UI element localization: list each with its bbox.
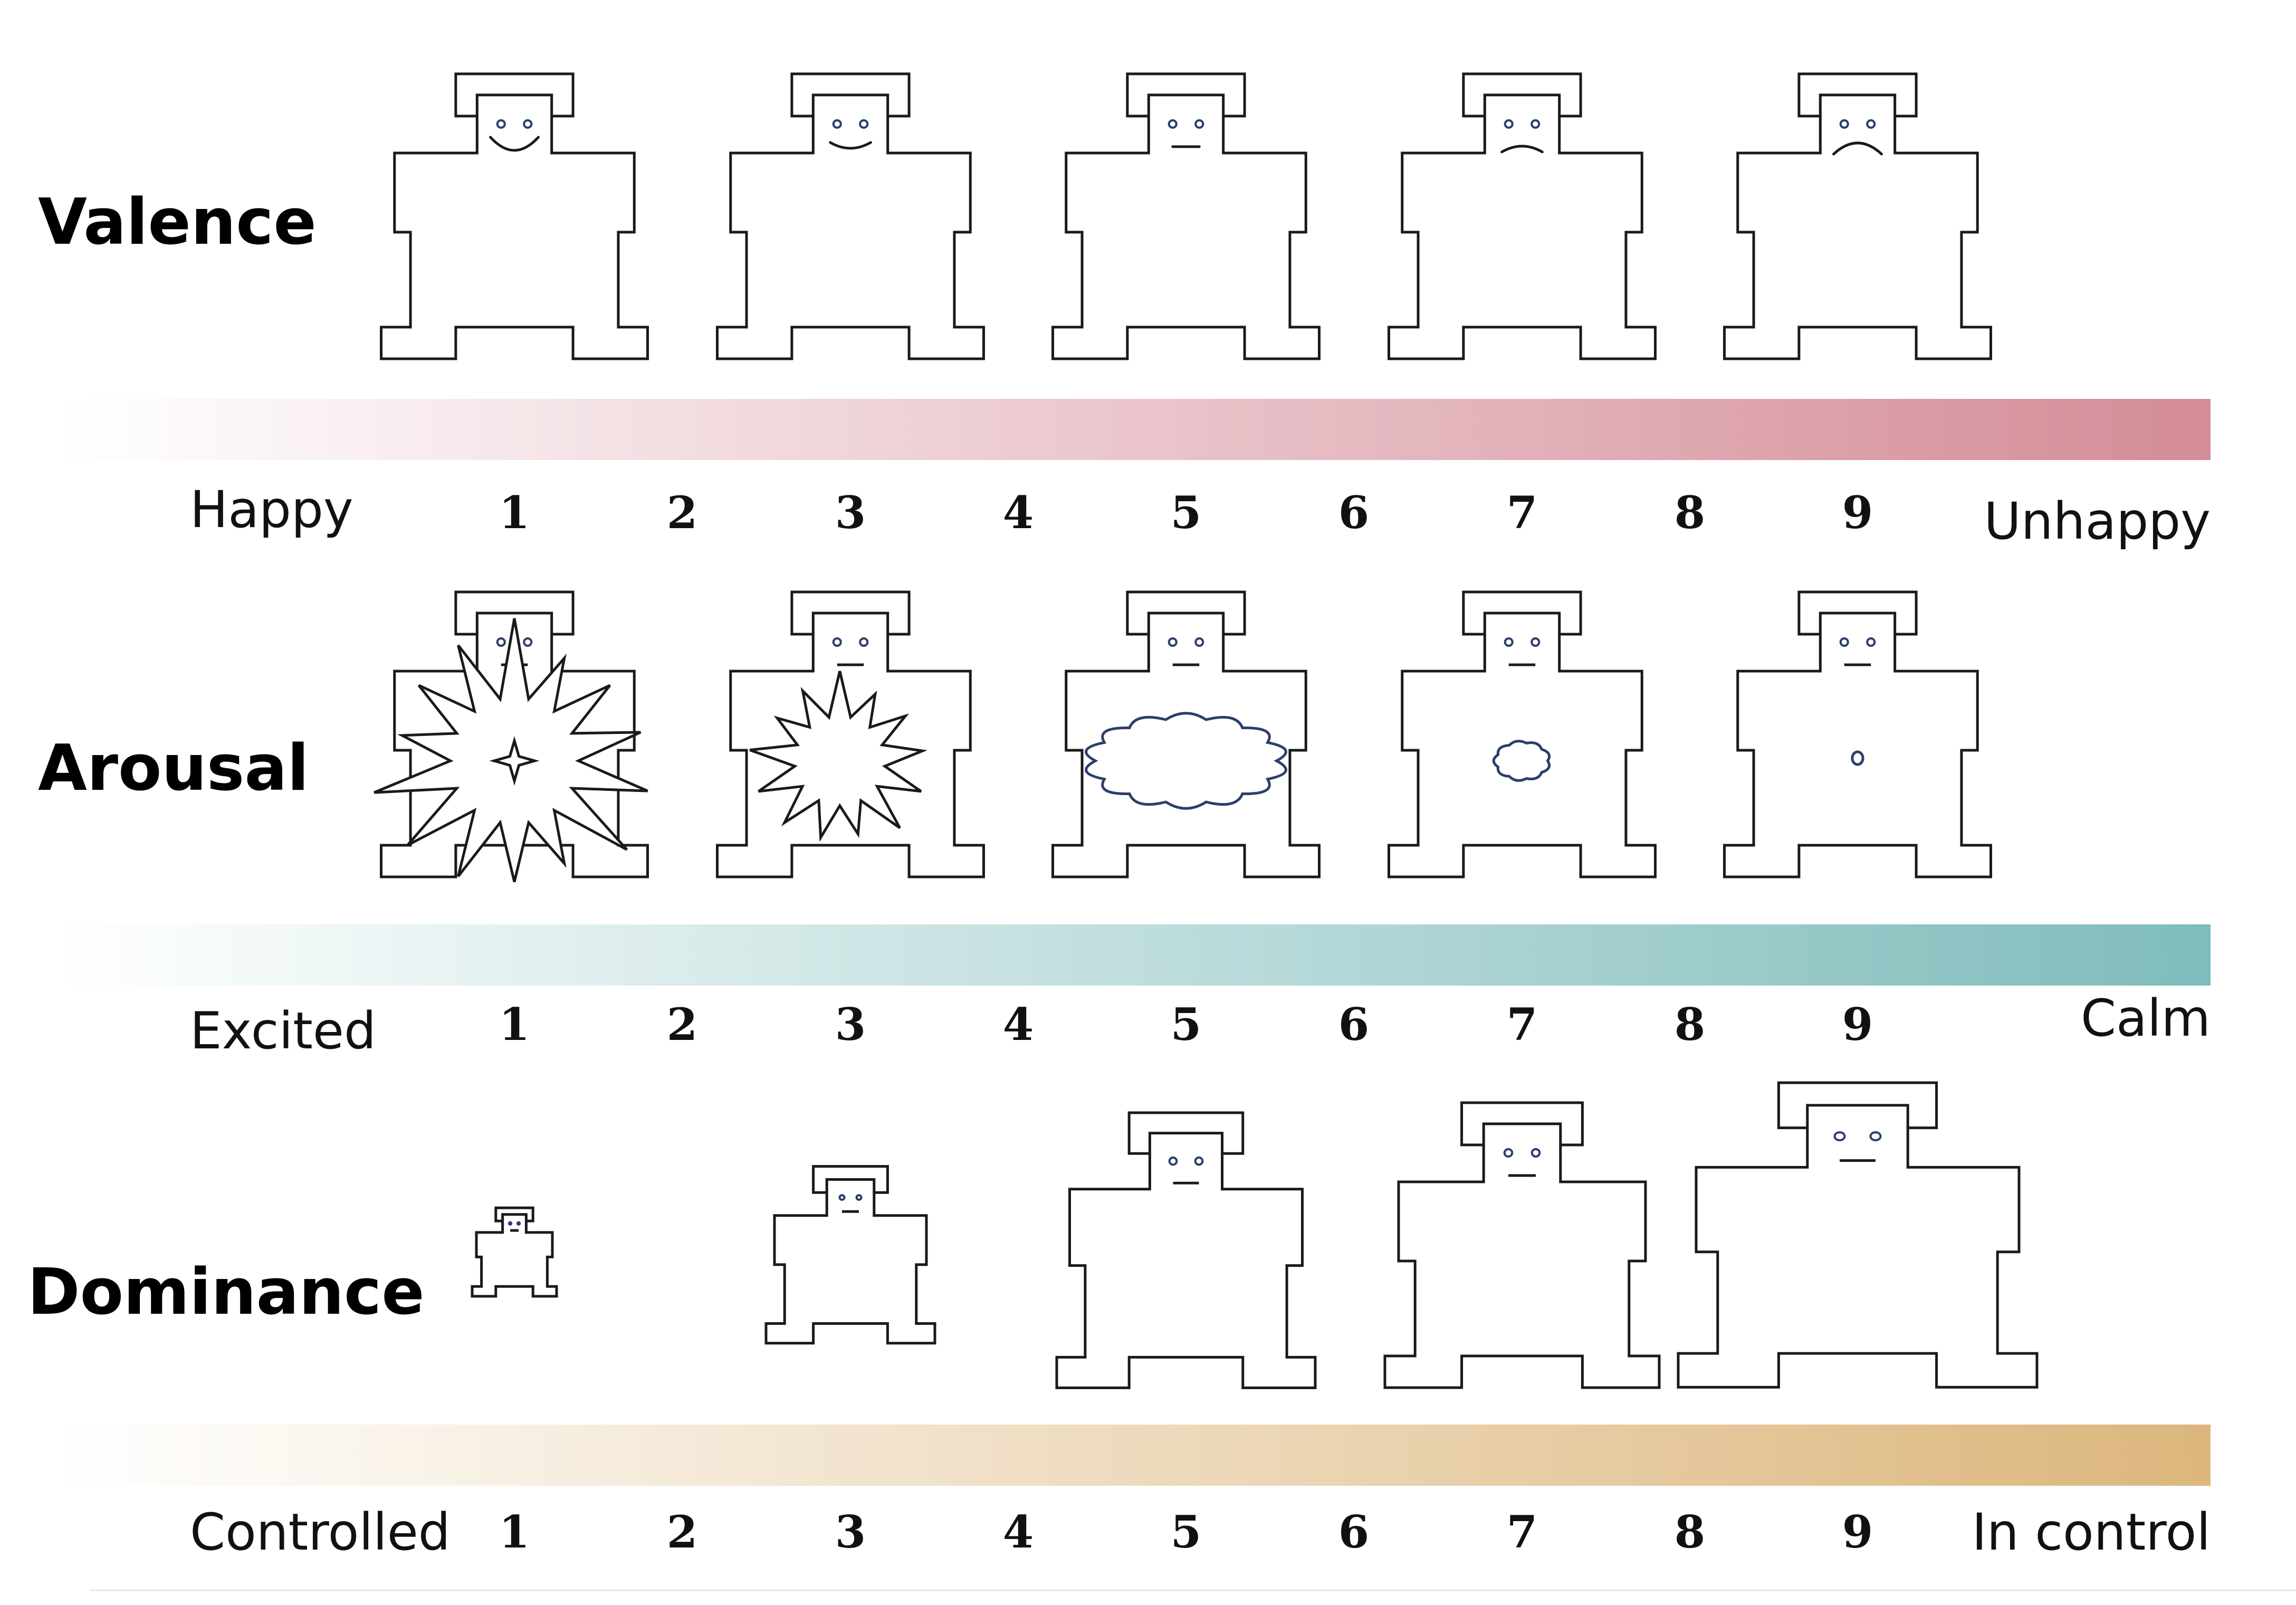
dominance-figure-huge-figure — [1678, 1083, 2037, 1387]
scale-number: 8 — [1674, 1506, 1706, 1558]
scale-number: 3 — [835, 486, 866, 539]
scale-number: 2 — [666, 486, 698, 539]
valence-figure-small-smile — [718, 74, 984, 359]
scale-number: 6 — [1338, 998, 1370, 1050]
scale-number: 4 — [1002, 1506, 1034, 1558]
scale-number: 5 — [1170, 998, 1202, 1050]
valence-figure-neutral — [1053, 74, 1319, 359]
dominance-figure-tiny-figure — [472, 1208, 557, 1296]
dominance-figure-large-figure — [1385, 1103, 1659, 1388]
valence-figure-big-smile — [381, 74, 648, 359]
dominance-title: Dominance — [27, 1256, 425, 1329]
footer-divider — [90, 1589, 2296, 1591]
scale-number: 1 — [499, 486, 530, 539]
arousal-figure-dot — [1725, 592, 1991, 877]
arousal-left-label: Excited — [190, 1001, 376, 1061]
scale-number: 6 — [1338, 1506, 1370, 1558]
scale-number: 8 — [1674, 486, 1706, 539]
valence-title: Valence — [38, 186, 317, 259]
arousal-figure-explosion — [718, 592, 984, 877]
arousal-right-label: Calm — [2080, 989, 2211, 1048]
dominance-left-label: Controlled — [190, 1503, 451, 1562]
scale-number: 6 — [1338, 486, 1370, 539]
scale-number: 9 — [1842, 1506, 1873, 1558]
arousal-figure-small-cloud — [1389, 592, 1656, 877]
valence-figure-big-frown — [1725, 74, 1991, 359]
arousal-figure-huge-explosion — [374, 592, 647, 882]
valence-figure-small-frown — [1389, 74, 1656, 359]
arousal-figure-large-cloud — [1053, 592, 1319, 877]
scale-number: 7 — [1506, 1506, 1538, 1558]
scale-number: 7 — [1506, 998, 1538, 1050]
scale-number: 5 — [1170, 1506, 1202, 1558]
dominance-gradient-bar — [58, 1425, 2211, 1486]
scale-number: 9 — [1842, 486, 1873, 539]
dominance-figure-medium-figure — [1057, 1113, 1315, 1388]
scale-number: 5 — [1170, 486, 1202, 539]
scale-number: 8 — [1674, 998, 1706, 1050]
arousal-gradient-bar — [58, 924, 2211, 986]
scale-number: 2 — [666, 998, 698, 1050]
scale-number: 1 — [499, 1506, 530, 1558]
scale-number: 4 — [1002, 998, 1034, 1050]
valence-gradient-bar — [58, 399, 2211, 460]
arousal-title: Arousal — [38, 732, 309, 805]
scale-number: 3 — [835, 998, 866, 1050]
scale-number: 7 — [1506, 486, 1538, 539]
scale-number: 9 — [1842, 998, 1873, 1050]
valence-right-label: Unhappy — [1984, 492, 2211, 551]
valence-left-label: Happy — [190, 480, 353, 539]
dominance-right-label: In control — [1972, 1503, 2211, 1562]
dominance-figure-small-figure — [766, 1167, 935, 1343]
scale-number: 3 — [835, 1506, 866, 1558]
scale-number: 1 — [499, 998, 530, 1050]
scale-number: 4 — [1002, 486, 1034, 539]
scale-number: 2 — [666, 1506, 698, 1558]
